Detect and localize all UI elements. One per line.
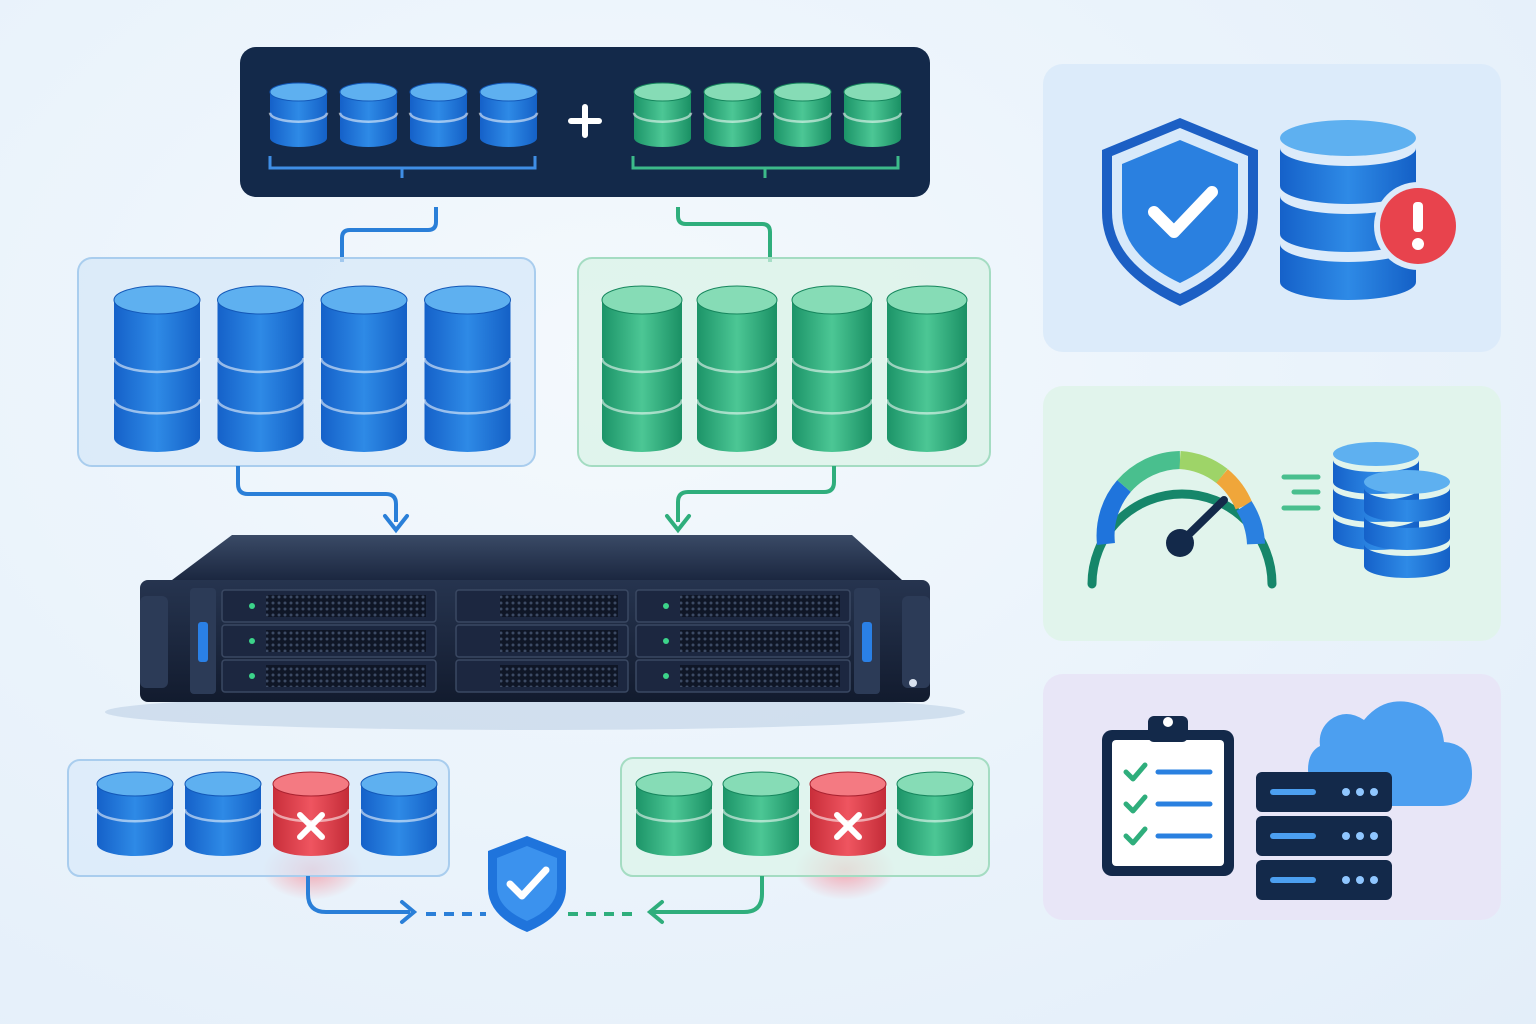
drive-bay bbox=[455, 659, 629, 693]
blue-bracket bbox=[268, 156, 537, 178]
green-disk bbox=[721, 771, 801, 856]
server-rack-icon bbox=[1256, 772, 1392, 900]
mirror-green-disk bbox=[600, 285, 684, 452]
shield-check-icon-large bbox=[1102, 118, 1258, 306]
arrowhead-blue bbox=[383, 514, 409, 534]
blue-disk bbox=[183, 771, 263, 856]
top-blue-disk bbox=[268, 82, 329, 147]
top-green-disk bbox=[632, 82, 693, 147]
storage-server bbox=[105, 535, 965, 730]
speedometer-icon bbox=[1087, 451, 1277, 589]
mirror-green-disk bbox=[885, 285, 969, 452]
drive-bay bbox=[221, 624, 437, 658]
green-disk bbox=[895, 771, 975, 856]
top-blue-disks bbox=[268, 82, 539, 147]
drive-bay bbox=[455, 589, 629, 623]
blue-mirror-group bbox=[77, 257, 536, 467]
green-mirror-group bbox=[577, 257, 991, 467]
mirror-green-disk bbox=[695, 285, 779, 452]
speed-lines bbox=[1281, 474, 1321, 511]
rebuild-line-green bbox=[652, 876, 764, 914]
drive-bay bbox=[221, 659, 437, 693]
green-bracket bbox=[631, 156, 900, 178]
mirror-blue-disk bbox=[216, 285, 305, 452]
drive-bay bbox=[635, 659, 851, 693]
top-blue-disk bbox=[338, 82, 399, 147]
mirror-blue-disk bbox=[112, 285, 202, 452]
rack-unit bbox=[1256, 772, 1392, 812]
blue-disk bbox=[95, 771, 175, 856]
top-green-disk bbox=[842, 82, 903, 147]
connector-green-down bbox=[676, 207, 772, 262]
arrow-green-to-server bbox=[676, 466, 836, 522]
top-green-disk bbox=[772, 82, 833, 147]
arrow-blue-to-server bbox=[236, 466, 398, 522]
top-green-disk bbox=[702, 82, 763, 147]
rack-unit bbox=[1256, 816, 1392, 856]
arrowhead-green bbox=[665, 514, 691, 534]
green-degraded-group bbox=[620, 757, 990, 900]
top-green-disks bbox=[632, 82, 903, 147]
rack-unit bbox=[1256, 860, 1392, 900]
drive-bay bbox=[221, 589, 437, 623]
failed-disk bbox=[808, 771, 888, 856]
mirror-green-disk bbox=[790, 285, 874, 452]
drive-bay bbox=[455, 624, 629, 658]
checklist-icon bbox=[1102, 716, 1234, 876]
green-disk bbox=[634, 771, 714, 856]
drive-bays bbox=[221, 589, 851, 693]
database-stack-icon bbox=[1333, 442, 1450, 578]
blue-degraded-group bbox=[67, 759, 450, 900]
top-blue-disk bbox=[478, 82, 539, 147]
mirror-blue-disk bbox=[319, 285, 409, 452]
rebuild-line-blue bbox=[306, 876, 410, 914]
top-disk-bar bbox=[240, 47, 930, 197]
connector-blue-down bbox=[340, 207, 438, 262]
failed-x-icon bbox=[297, 812, 325, 840]
mirror-blue-disk bbox=[423, 285, 512, 452]
plus-icon bbox=[568, 104, 602, 138]
rebuild-arrowhead-green bbox=[646, 900, 664, 924]
failed-x-icon bbox=[834, 812, 862, 840]
drive-bay bbox=[635, 589, 851, 623]
blue-disk bbox=[359, 771, 439, 856]
alert-icon bbox=[1374, 182, 1462, 270]
drive-bay bbox=[635, 624, 851, 658]
top-blue-disk bbox=[408, 82, 469, 147]
rebuild-arrowhead-blue bbox=[400, 900, 418, 924]
failed-disk bbox=[271, 771, 351, 856]
shield-check-icon bbox=[488, 836, 566, 932]
